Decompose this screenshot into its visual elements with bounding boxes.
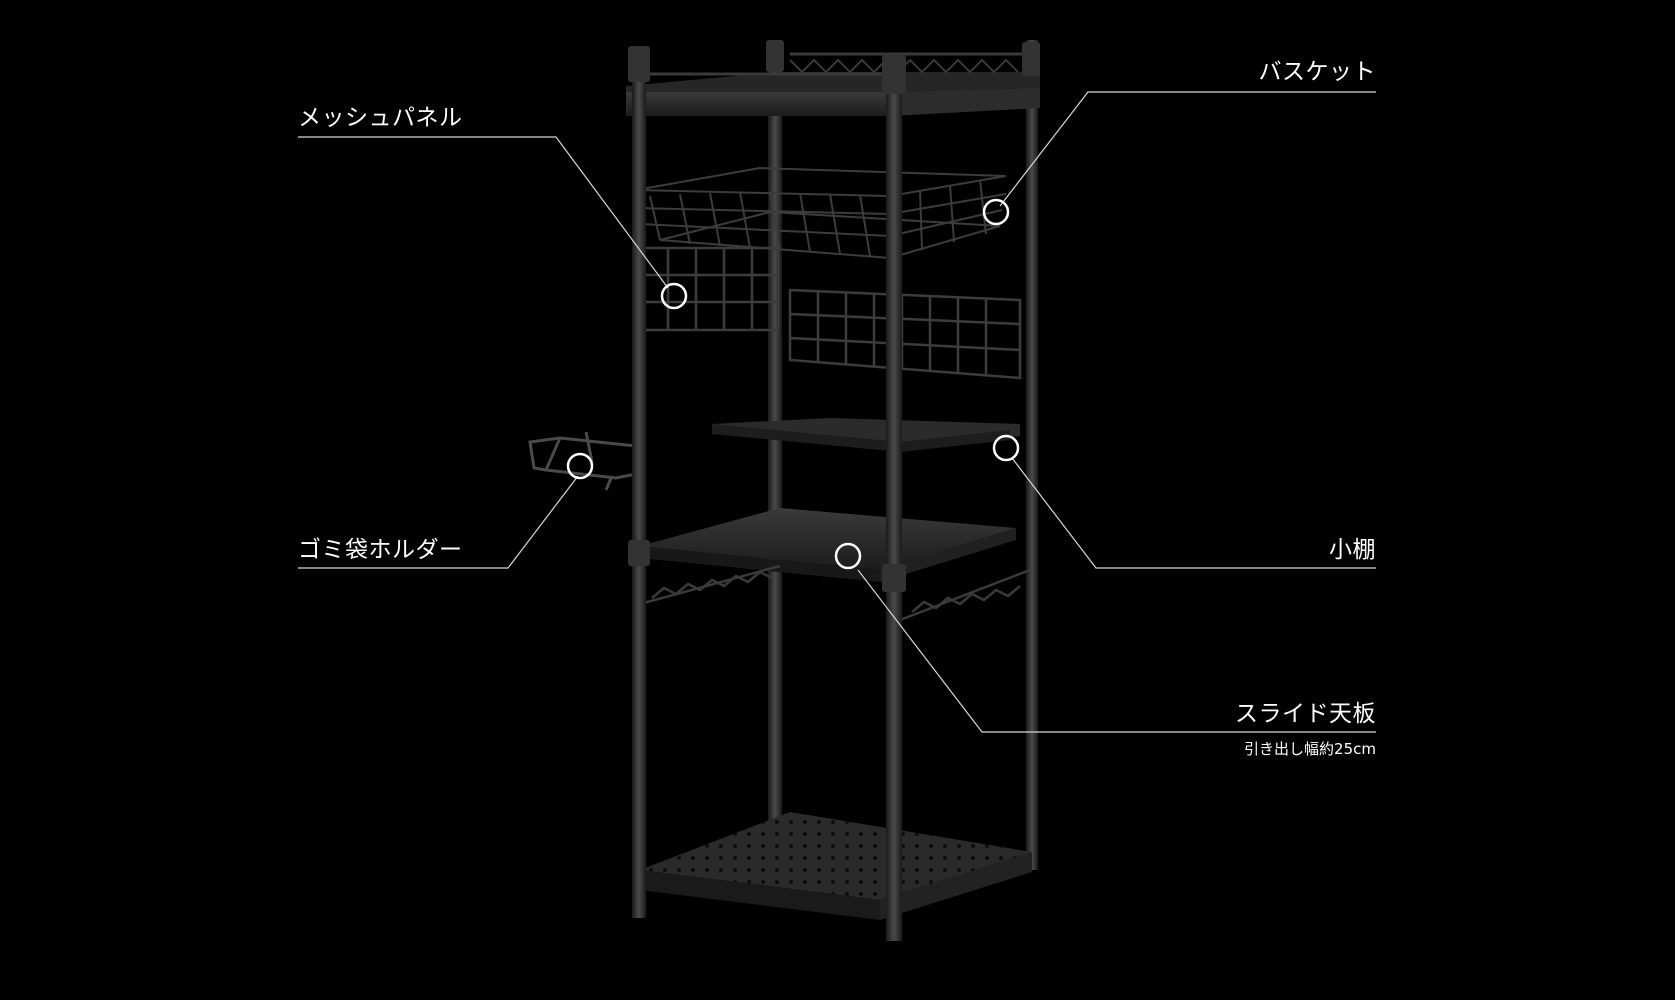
label-trash-bag-holder: ゴミ袋ホルダー bbox=[298, 537, 463, 563]
leader-small-shelf bbox=[1011, 457, 1376, 569]
leader-trash-bag-holder bbox=[298, 475, 579, 569]
top-shelf bbox=[626, 52, 1040, 116]
marker-basket bbox=[982, 198, 1010, 226]
front-poles bbox=[632, 48, 902, 941]
slide-top-plate bbox=[640, 508, 1016, 582]
marker-small-shelf bbox=[992, 434, 1020, 462]
marker-mesh-panel bbox=[660, 282, 688, 310]
label-basket: バスケット bbox=[1258, 59, 1376, 85]
label-mesh-panel: メッシュパネル bbox=[298, 105, 463, 131]
label-slide-top: スライド天板 bbox=[1235, 701, 1376, 727]
label-slide-top-note: 引き出し幅約25cm bbox=[1244, 740, 1376, 758]
marker-trash-bag-holder bbox=[566, 452, 594, 480]
basket bbox=[635, 166, 1007, 260]
trash-bag-holder bbox=[528, 431, 637, 491]
small-shelf bbox=[712, 418, 1020, 452]
leader-basket bbox=[999, 91, 1376, 207]
pole-caps bbox=[628, 40, 1040, 592]
bottom-shelf bbox=[640, 812, 1032, 920]
mesh-panel-left bbox=[638, 246, 780, 332]
label-small-shelf: 小棚 bbox=[1329, 537, 1376, 563]
marker-slide-top bbox=[834, 542, 862, 570]
leader-slide-top bbox=[857, 569, 1376, 733]
lower-rails bbox=[639, 564, 1031, 622]
mesh-panel-right bbox=[788, 288, 1022, 380]
leader-mesh-panel bbox=[298, 136, 669, 289]
